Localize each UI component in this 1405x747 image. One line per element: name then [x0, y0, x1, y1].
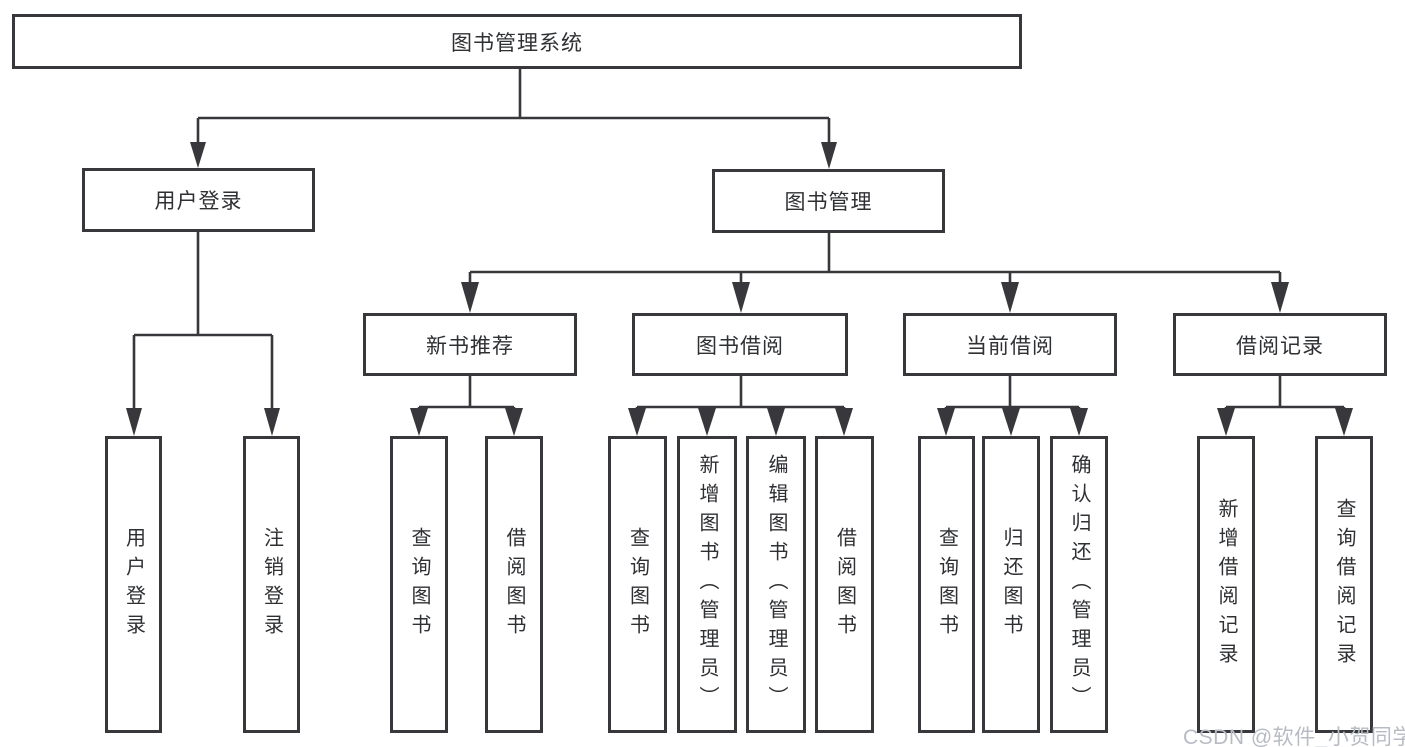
- leaf-query-books: 查询图书: [918, 436, 975, 733]
- node-label: 借阅记录: [1236, 334, 1324, 358]
- leaf-label: 用户登录: [122, 526, 145, 643]
- leaf-logout: 注销登录: [243, 436, 300, 733]
- leaf-label: 查询图书: [626, 526, 649, 643]
- leaf-label: 编辑图书（管理员）: [765, 454, 787, 715]
- leaf-label: 借阅图书: [503, 526, 525, 643]
- arrowheads: [126, 142, 1353, 436]
- leaf-label: 查询图书: [935, 526, 958, 643]
- leaf-label: 查询图书: [408, 526, 430, 643]
- leaf-query-borrow-record: 查询借阅记录: [1315, 436, 1373, 733]
- node-label: 图书管理系统: [451, 31, 583, 55]
- node-new-book-recommend: 新书推荐: [363, 313, 577, 376]
- leaf-label: 查询借阅记录: [1333, 497, 1355, 672]
- leaf-edit-books-admin: 编辑图书（管理员）: [746, 436, 806, 733]
- leaf-label: 归还图书: [1000, 526, 1022, 643]
- leaf-borrow-books: 借阅图书: [815, 436, 874, 733]
- csdn-watermark: CSDN @软件_小贺同学: [1183, 726, 1405, 747]
- leaf-label: 注销登录: [260, 526, 283, 643]
- leaf-query-books: 查询图书: [608, 436, 667, 733]
- leaf-label: 确认归还（管理员）: [1068, 454, 1090, 715]
- node-borrow-record: 借阅记录: [1173, 313, 1387, 376]
- node-label: 当前借阅: [966, 334, 1054, 358]
- leaf-label: 借阅图书: [833, 526, 856, 643]
- leaf-borrow-books: 借阅图书: [485, 436, 543, 733]
- node-label: 新书推荐: [426, 334, 514, 358]
- leaf-label: 新增借阅记录: [1215, 497, 1237, 672]
- node-book-management: 图书管理: [712, 169, 945, 233]
- leaf-return-books: 归还图书: [982, 436, 1040, 733]
- leaf-confirm-return-admin: 确认归还（管理员）: [1050, 436, 1108, 733]
- node-label: 图书借阅: [696, 334, 784, 358]
- leaf-add-borrow-record: 新增借阅记录: [1197, 436, 1255, 733]
- leaf-add-books-admin: 新增图书（管理员）: [677, 436, 737, 733]
- node-root-system: 图书管理系统: [12, 14, 1022, 69]
- leaf-label: 新增图书（管理员）: [696, 454, 718, 715]
- node-label: 用户登录: [154, 190, 243, 213]
- node-label: 图书管理: [784, 191, 873, 214]
- node-user-login: 用户登录: [82, 168, 315, 232]
- node-current-borrow: 当前借阅: [903, 313, 1117, 376]
- leaf-user-login: 用户登录: [105, 436, 162, 733]
- node-book-borrow: 图书借阅: [632, 313, 848, 376]
- leaf-query-books: 查询图书: [390, 436, 448, 733]
